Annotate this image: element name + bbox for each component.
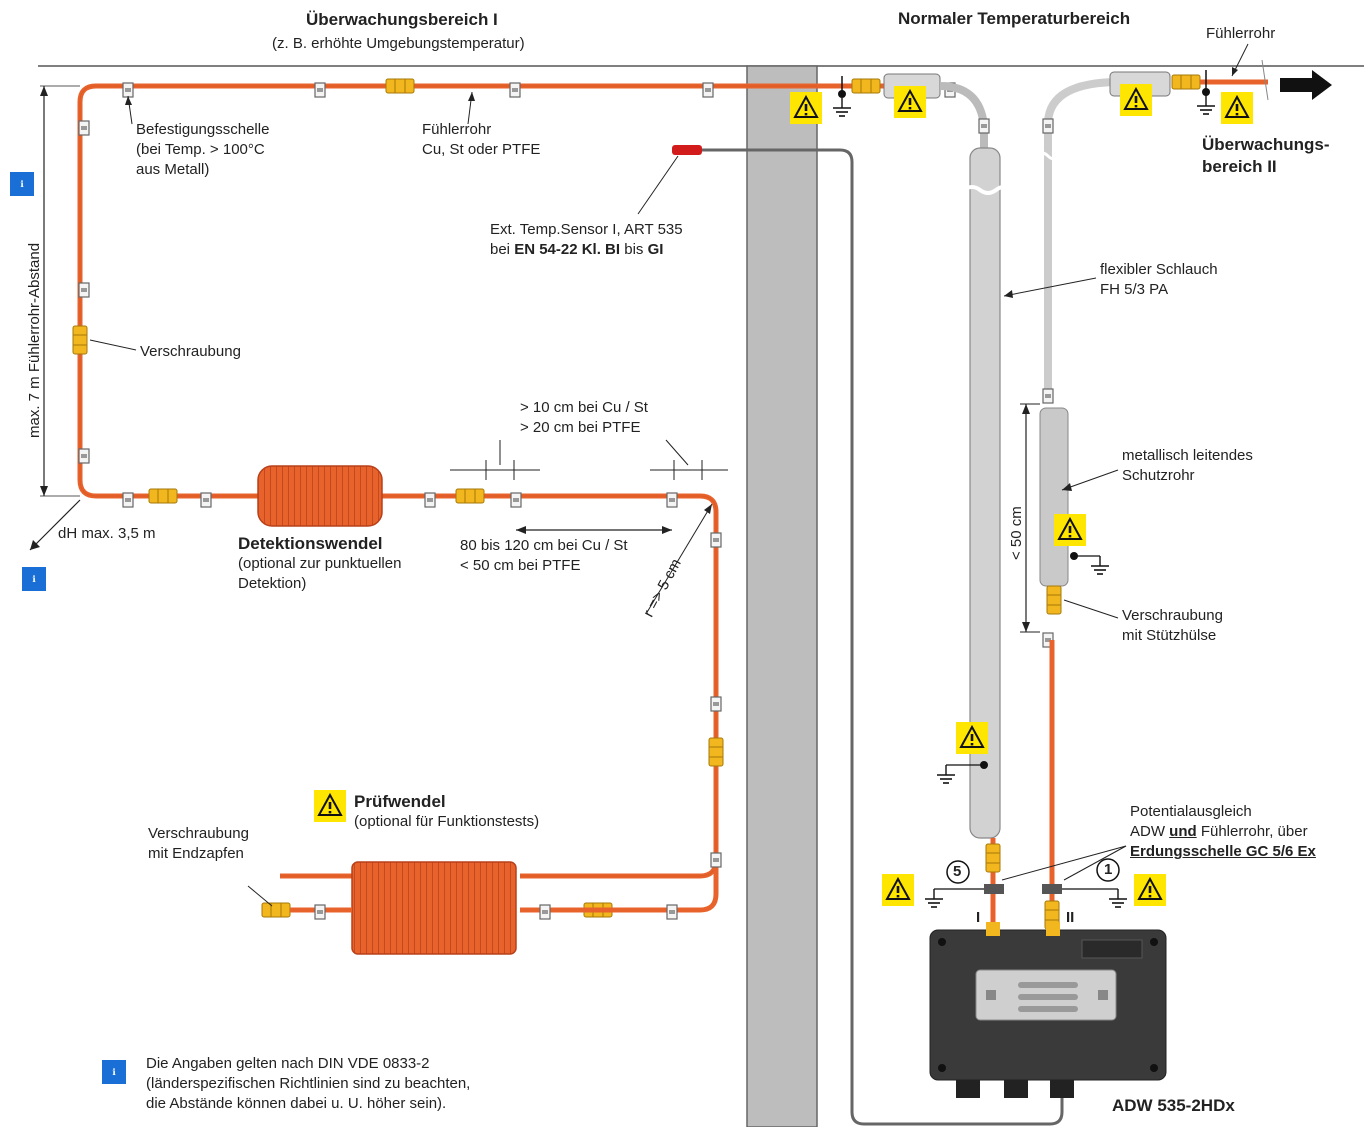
potential-label: Potentialausgleich ADW und Fühlerrohr, ü… bbox=[1130, 803, 1316, 860]
zone2-title: Überwachungs-bereich II bbox=[1202, 135, 1330, 176]
fitting-label: Verschraubung bbox=[140, 343, 241, 360]
max-length-label: max. 7 m Fühlerrohr-Abstand bbox=[26, 242, 43, 438]
fitting bbox=[455, 488, 485, 504]
flexible-hose-left bbox=[969, 147, 1001, 839]
warning-icon bbox=[955, 721, 989, 755]
warning-icon bbox=[789, 91, 823, 125]
warning-icon bbox=[881, 873, 915, 907]
warning-icon bbox=[1053, 513, 1087, 547]
device-label: ADW 535-2HDx bbox=[1112, 1096, 1235, 1115]
test-coil-label: Prüfwendel(optional für Funktionstests) bbox=[354, 792, 540, 830]
dh-label: dH max. 3,5 m bbox=[58, 525, 156, 542]
lt50-label: < 50 cm bbox=[1008, 506, 1025, 560]
protective-tube bbox=[1039, 407, 1069, 587]
zone-normal-title: Normaler Temperaturbereich bbox=[898, 9, 1131, 28]
fuehlerrohr-top-label: Fühlerrohr bbox=[1206, 25, 1276, 42]
port-1-label: 1 bbox=[1104, 861, 1113, 878]
wall bbox=[746, 65, 818, 1127]
ext-temp-sensor bbox=[672, 145, 702, 155]
detection-coil bbox=[257, 465, 383, 527]
warning-icon bbox=[1119, 83, 1153, 117]
note-text: Die Angaben gelten nach DIN VDE 0833-2(l… bbox=[146, 1055, 471, 1112]
span-label: 80 bis 120 cm bei Cu / St< 50 cm bei PTF… bbox=[460, 537, 628, 574]
info-icon: ℹ bbox=[22, 567, 46, 591]
zone1-subtitle: (z. B. erhöhte Umgebungstemperatur) bbox=[272, 35, 525, 52]
arrow-right-icon bbox=[1280, 70, 1332, 100]
port-roman-1: I bbox=[976, 909, 981, 926]
fitting bbox=[148, 488, 178, 504]
zone1-title: Überwachungsbereich I bbox=[306, 10, 498, 29]
port-5-label: 5 bbox=[953, 863, 962, 880]
test-coil bbox=[351, 861, 517, 955]
info-icon: ℹ bbox=[10, 172, 34, 196]
sampling-tube bbox=[77, 83, 840, 879]
warning-icon bbox=[1133, 873, 1167, 907]
warning-icon bbox=[1220, 91, 1254, 125]
distance-label: > 10 cm bei Cu / St> 20 cm bei PTFE bbox=[520, 399, 648, 436]
fitting bbox=[708, 737, 724, 767]
port-roman-2: II bbox=[1066, 909, 1075, 926]
fitting bbox=[385, 78, 415, 94]
end-fitting bbox=[261, 902, 291, 918]
sensor-label: Ext. Temp.Sensor I, ART 535 bei EN 54-22… bbox=[490, 221, 683, 258]
detection-coil-label: Detektionswendel(optional zur punktuelle… bbox=[238, 534, 402, 592]
fitting bbox=[72, 325, 88, 355]
sensor-cable bbox=[702, 148, 1064, 1126]
warning-icon bbox=[893, 85, 927, 119]
warning-icon bbox=[313, 789, 347, 823]
info-icon: ℹ bbox=[102, 1060, 126, 1084]
